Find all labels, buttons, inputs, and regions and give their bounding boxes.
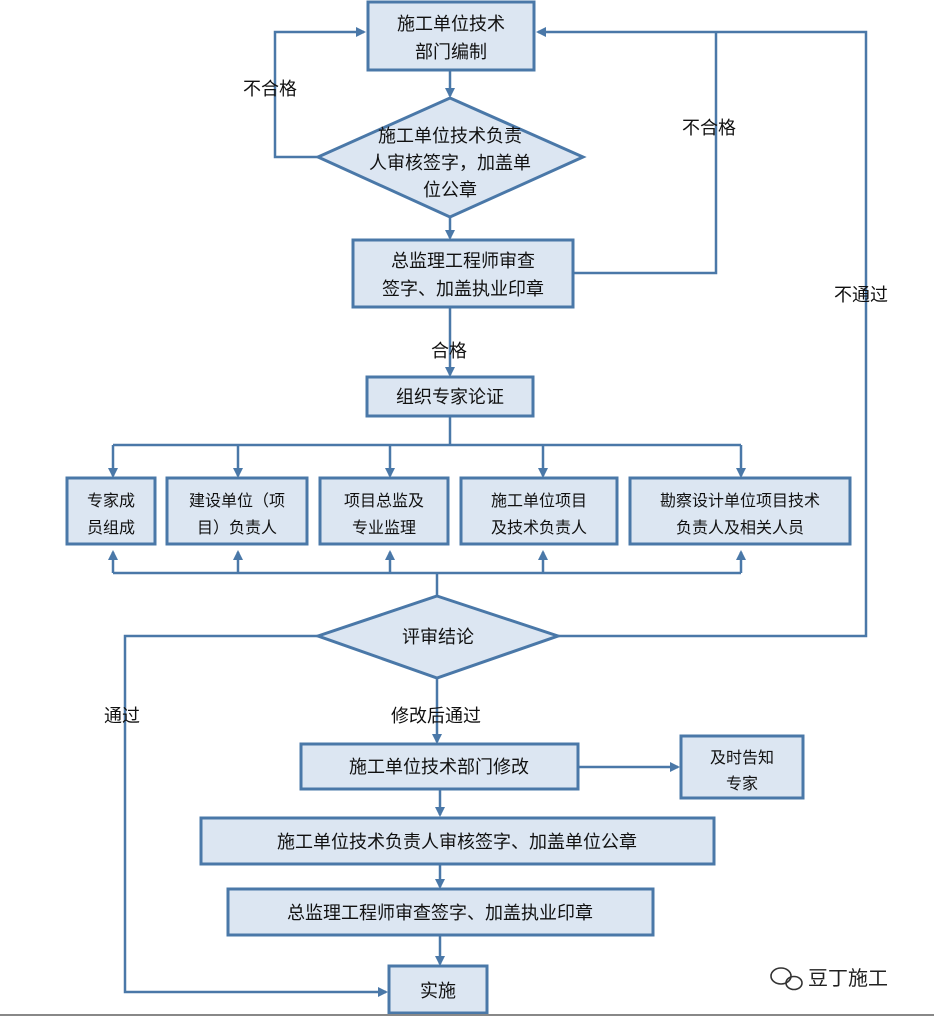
node-experts-line1: 专家成 [87, 491, 135, 510]
node-rechief-label: 总监理工程师审查签字、加盖执业印章 [287, 903, 593, 924]
node-review-sign-line2: 人审核签字，加盖单 [369, 153, 531, 174]
node-experts: 专家成 员组成 [65, 476, 157, 546]
edge-label-fail-right: 不合格 [682, 118, 736, 139]
loop-fail-right [573, 32, 718, 275]
node-review-sign: 施工单位技术负责 人审核签字，加盖单 位公章 [314, 96, 587, 219]
node-implement: 实施 [387, 964, 489, 1015]
node-compile-line1: 施工单位技术 [397, 14, 505, 35]
edge-label-reject: 不通过 [834, 285, 888, 306]
node-notify-line2: 专家 [726, 774, 758, 793]
node-review-sign-line1: 施工单位技术负责 [378, 126, 522, 147]
node-contractor: 施工单位项目 及技术负责人 [459, 476, 619, 546]
node-owner: 建设单位（项 目）负责人 [165, 476, 309, 546]
node-owner-line2: 目）负责人 [197, 518, 277, 537]
node-design-line1: 勘察设计单位项目技术 [660, 491, 820, 510]
loop-fail-left [273, 27, 366, 159]
node-rechief: 总监理工程师审查签字、加盖执业印章 [226, 887, 655, 937]
node-modify-label: 施工单位技术部门修改 [349, 757, 529, 778]
node-organize-label: 组织专家论证 [396, 387, 504, 408]
edge-label-pass: 合格 [431, 341, 467, 362]
node-chief-review: 总监理工程师审查 签字、加盖执业印章 [351, 238, 575, 309]
node-conclusion-label: 评审结论 [402, 627, 474, 648]
node-chief-review-line2: 签字、加盖执业印章 [382, 279, 544, 300]
watermark-text: 豆丁施工 [808, 966, 888, 990]
edge-label-approved-after-fix: 修改后通过 [391, 706, 481, 727]
node-design: 勘察设计单位项目技术 负责人及相关人员 [628, 476, 852, 546]
node-chief-review-line1: 总监理工程师审查 [391, 251, 535, 272]
wechat-icon [770, 967, 803, 991]
node-organize: 组织专家论证 [365, 375, 535, 418]
watermark: 豆丁施工 [770, 966, 888, 991]
node-review-sign-line3: 位公章 [423, 180, 477, 201]
node-compile-line2: 部门编制 [415, 42, 487, 63]
node-compile: 施工单位技术 部门编制 [366, 0, 536, 72]
node-conclusion: 评审结论 [313, 594, 563, 680]
node-experts-line2: 员组成 [87, 518, 135, 537]
path-approved [123, 634, 388, 997]
node-contractor-line1: 施工单位项目 [491, 491, 587, 510]
node-implement-label: 实施 [420, 981, 456, 1002]
bottom-divider [0, 1014, 934, 1016]
node-supervisor-line1: 项目总监及 [344, 491, 424, 510]
node-modify: 施工单位技术部门修改 [299, 742, 580, 791]
node-resign-label: 施工单位技术负责人审核签字、加盖单位公章 [277, 832, 637, 853]
node-resign: 施工单位技术负责人审核签字、加盖单位公章 [199, 816, 716, 866]
edge-label-fail-left: 不合格 [243, 79, 297, 100]
node-owner-line1: 建设单位（项 [189, 491, 285, 510]
node-contractor-line2: 及技术负责人 [491, 518, 587, 537]
node-notify-line1: 及时告知 [710, 748, 774, 767]
node-supervisor: 项目总监及 专业监理 [318, 476, 450, 546]
edge-label-approved: 通过 [104, 706, 140, 727]
loop-reject [536, 27, 868, 638]
node-notify: 及时告知 专家 [679, 734, 805, 800]
node-design-line2: 负责人及相关人员 [676, 518, 804, 537]
node-supervisor-line2: 专业监理 [352, 518, 416, 537]
